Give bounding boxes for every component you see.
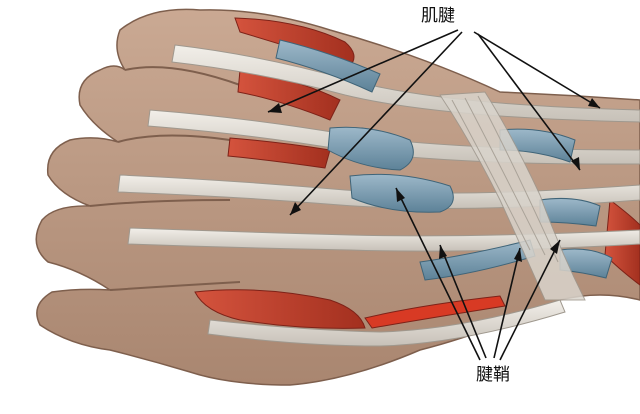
- retinaculum-fibers: [451, 95, 559, 263]
- finger-groove-2: [89, 199, 231, 207]
- muscle-wrist: [364, 295, 506, 329]
- label-tendon: 肌腱: [421, 6, 455, 26]
- tendon-pointers: [267, 29, 601, 216]
- muscle-mid-2: [227, 137, 331, 169]
- sheath-pointers: [395, 187, 561, 361]
- sheath-arrowheads: [396, 188, 560, 262]
- finger-groove-3: [109, 281, 241, 291]
- finger-groove-4: [124, 66, 241, 86]
- label-tendon-sheath: 腱鞘: [476, 365, 510, 385]
- tendon-arrowheads: [268, 98, 600, 215]
- finger-groove-1: [117, 134, 231, 143]
- muscle-thenar: [194, 289, 366, 329]
- tendon-sheaths: [275, 39, 613, 281]
- extensor-retinaculum: [439, 91, 586, 301]
